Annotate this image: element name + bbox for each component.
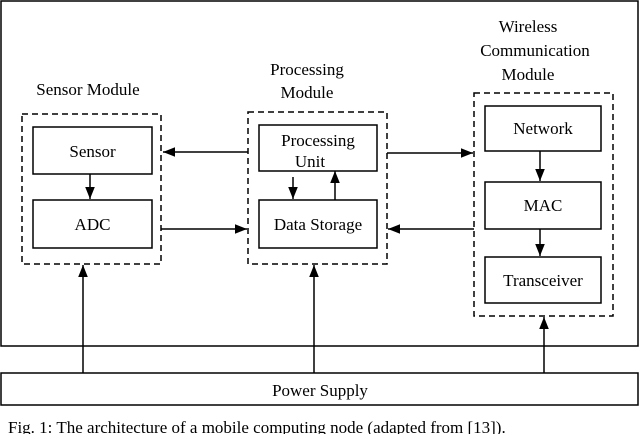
sensor-block: [32, 126, 153, 175]
sensor-module-frame: [21, 113, 162, 265]
power-supply-bar: [0, 372, 639, 406]
mac-block: [484, 181, 602, 230]
wireless-module-frame: [473, 92, 614, 317]
mac-block-label: MAC: [524, 196, 563, 215]
processing-unit-label-line2: Unit: [295, 152, 326, 171]
transceiver-block: [484, 256, 602, 304]
data-storage-label: Data Storage: [274, 215, 362, 234]
processing-module-title-line2: Module: [281, 83, 334, 102]
adc-block: [32, 199, 153, 249]
processing-module-frame: [247, 111, 388, 265]
processing-unit-block: [258, 124, 378, 172]
data-storage-block: [258, 199, 378, 249]
node-border: [0, 0, 639, 347]
wireless-module-title-line1: Wireless: [499, 17, 558, 36]
sensor-module-title: Sensor Module: [36, 80, 139, 99]
network-block-label: Network: [513, 119, 573, 138]
transceiver-block-label: Transceiver: [503, 271, 583, 290]
figure-caption: Fig. 1: The architecture of a mobile com…: [8, 418, 506, 434]
power-supply-label: Power Supply: [272, 381, 368, 400]
processing-module-title-line1: Processing: [270, 60, 344, 79]
sensor-block-label: Sensor: [69, 142, 116, 161]
adc-block-label: ADC: [75, 215, 111, 234]
wireless-module-title-line3: Module: [502, 65, 555, 84]
processing-unit-label-line1: Processing: [281, 131, 355, 150]
wireless-module-title-line2: Communication: [480, 41, 590, 60]
network-block: [484, 105, 602, 152]
